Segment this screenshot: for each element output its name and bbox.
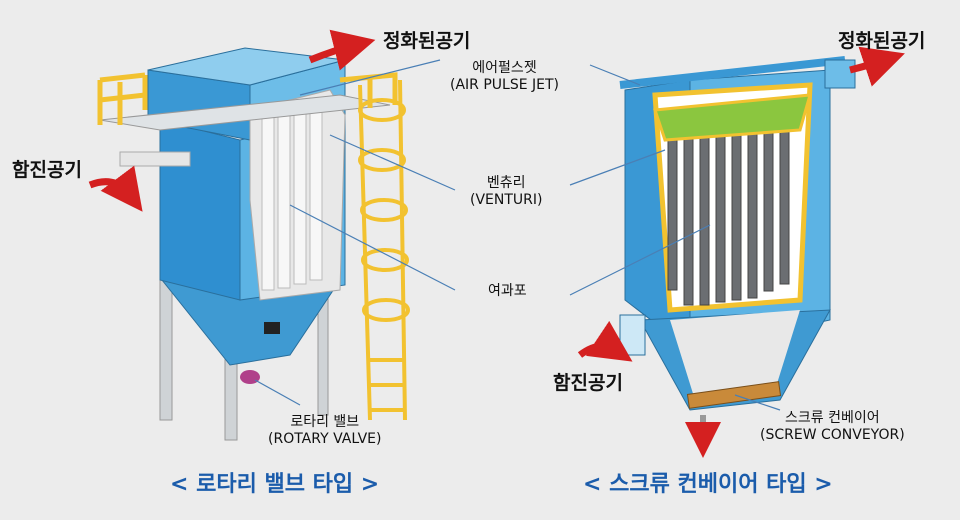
right-dusty-air-label: 함진공기	[553, 372, 623, 394]
screw-conveyor-collector-illustration	[577, 46, 905, 458]
filter-bag-label: 여과포	[488, 283, 527, 299]
rotary-valve-collector-illustration	[88, 29, 410, 441]
left-type-title: < 로타리 밸브 타입 >	[170, 472, 380, 497]
leader-lines	[254, 59, 781, 411]
rotary-valve-en: (ROTARY VALVE)	[268, 431, 382, 447]
rotary-valve-ko: 로타리 밸브	[290, 414, 360, 430]
venturi-ko: 벤츄리	[486, 175, 526, 191]
venturi-label: 벤츄리 (VENTURI)	[470, 175, 542, 209]
rotary-valve-label: 로타리 밸브 (ROTARY VALVE)	[268, 414, 382, 448]
left-clean-air-label: 정화된공기	[383, 30, 471, 52]
screw-conveyor-label: 스크류 컨베이어 (SCREW CONVEYOR)	[760, 410, 905, 444]
screw-conveyor-en: (SCREW CONVEYOR)	[760, 427, 905, 443]
left-dusty-air-label: 함진공기	[12, 159, 82, 181]
right-clean-air-label: 정화된공기	[838, 30, 926, 52]
air-pulse-jet-label: 에어펄스젯 (AIR PULSE JET)	[450, 60, 559, 94]
right-type-title: < 스크류 컨베이어 타입 >	[583, 472, 833, 497]
air-pulse-jet-ko: 에어펄스젯	[472, 60, 537, 76]
screw-conveyor-ko: 스크류 컨베이어	[785, 410, 880, 426]
air-pulse-jet-en: (AIR PULSE JET)	[450, 77, 560, 93]
venturi-en: (VENTURI)	[470, 192, 543, 208]
